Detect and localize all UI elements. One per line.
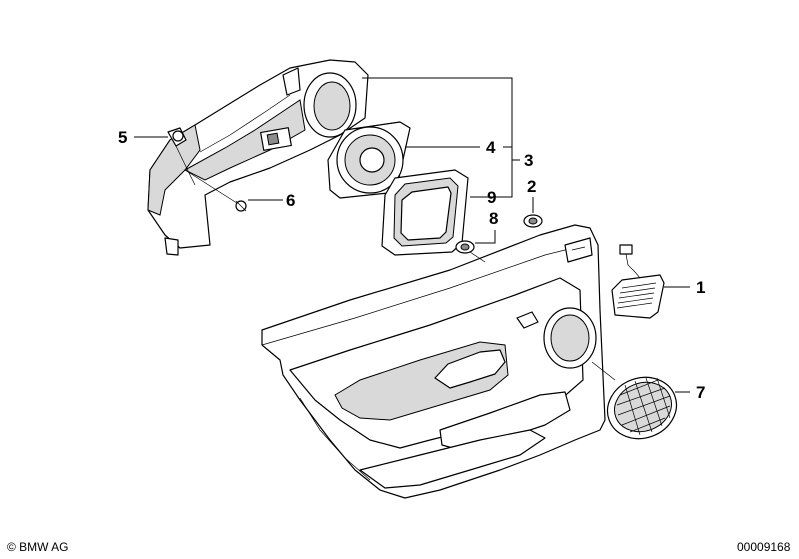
callout-7: 7 [696, 383, 705, 402]
copyright-label: © BMW AG [7, 540, 69, 554]
callout-3: 3 [524, 151, 533, 170]
speaker-housing [147, 59, 369, 256]
screw-5 [167, 127, 196, 186]
clip-2 [523, 214, 543, 228]
drawing-number: 00009168 [737, 540, 791, 554]
callout-8: 8 [489, 209, 498, 228]
speaker-grille-7 [606, 376, 678, 440]
callout-9: 9 [487, 188, 496, 207]
leader-8 [475, 230, 496, 244]
speaker-frame-9 [381, 169, 469, 256]
leader-line-grille [591, 361, 616, 381]
screw-6 [184, 169, 247, 212]
callout-5: 5 [118, 128, 127, 147]
callout-4: 4 [486, 138, 496, 157]
clip-8 [455, 240, 475, 254]
leader-line-clip8 [469, 251, 486, 263]
door-trim-panel [261, 224, 606, 499]
callout-bracket [362, 77, 520, 198]
callout-2: 2 [527, 177, 536, 196]
tweeter-1 [611, 244, 665, 319]
callout-1: 1 [696, 278, 705, 297]
callout-6: 6 [286, 191, 295, 210]
